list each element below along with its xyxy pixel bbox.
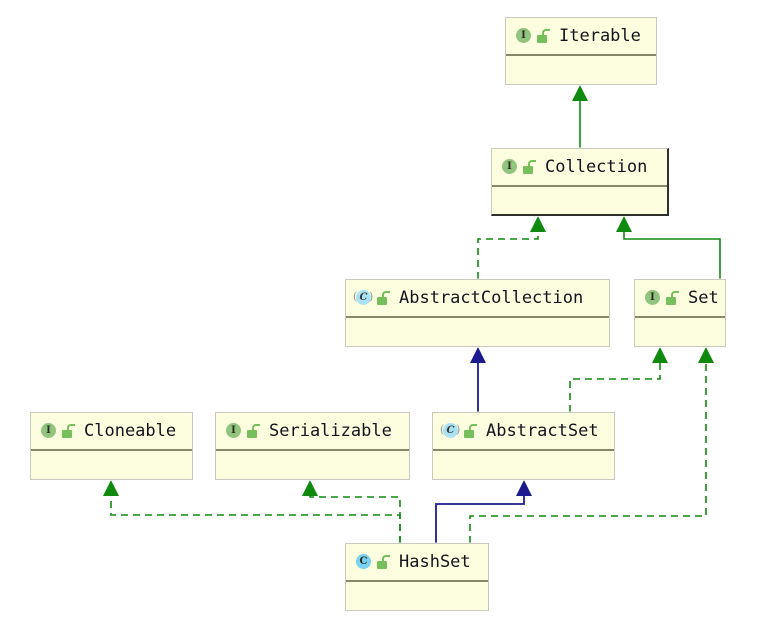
node-members-compartment [433,451,614,479]
class-node-abstract-collection[interactable]: ( C ) AbstractCollection [345,279,610,347]
class-name-label: AbstractCollection [399,288,584,308]
node-members-compartment [31,451,192,479]
class-name-label: Collection [545,157,648,177]
abstract-class-icon: ( C ) [440,422,460,440]
abstract-class-icon: ( C ) [353,289,373,307]
node-members-compartment [346,582,488,610]
node-members-compartment [506,56,656,84]
node-members-compartment [635,318,725,346]
class-node-set[interactable]: I Set [634,279,726,347]
node-header: I Cloneable [31,413,192,451]
unlocked-padlock-icon [246,424,260,438]
interface-icon: I [225,422,242,440]
node-header: I Set [635,280,725,318]
class-node-abstract-set[interactable]: ( C ) AbstractSet [432,412,615,480]
edge-set-to-collection [616,216,721,279]
class-node-iterable[interactable]: I Iterable [505,17,657,85]
node-header: C HashSet [346,544,488,582]
edge-collection-to-iterable [572,85,588,148]
edge-hashset-to-serializable [302,480,401,543]
class-name-label: Iterable [559,26,641,46]
class-node-collection[interactable]: I Collection [491,148,669,216]
node-header: I Serializable [216,413,409,451]
unlocked-padlock-icon [463,424,477,438]
node-members-compartment [346,318,609,346]
edge-hashset-to-abstractset [435,480,532,543]
unlocked-padlock-icon [536,29,550,43]
edge-abstractset-to-set [569,347,668,412]
node-header: I Iterable [506,18,656,56]
class-name-label: Cloneable [84,421,177,441]
class-name-label: Serializable [269,421,392,441]
node-members-compartment [216,451,409,479]
unlocked-padlock-icon [376,291,390,305]
interface-icon: I [40,422,57,440]
class-name-label: AbstractSet [486,421,599,441]
class-node-cloneable[interactable]: I Cloneable [30,412,193,480]
interface-icon: I [515,27,532,45]
edge-abstractset-to-abstractcollection [470,347,486,412]
unlocked-padlock-icon [665,291,679,305]
node-header: ( C ) AbstractSet [433,413,614,451]
node-header: I Collection [492,149,667,187]
class-name-label: Set [688,288,719,308]
unlocked-padlock-icon [376,555,390,569]
node-members-compartment [492,187,667,215]
edge-hashset-to-cloneable [103,480,401,543]
interface-icon: I [501,158,518,176]
class-icon: C [355,553,372,571]
interface-icon: I [644,289,661,307]
class-name-label: HashSet [399,552,471,572]
edge-abstractcollection-to-collection [477,216,546,279]
unlocked-padlock-icon [522,160,536,174]
unlocked-padlock-icon [61,424,75,438]
class-node-hashset[interactable]: C HashSet [345,543,489,611]
class-node-serializable[interactable]: I Serializable [215,412,410,480]
node-header: ( C ) AbstractCollection [346,280,609,318]
